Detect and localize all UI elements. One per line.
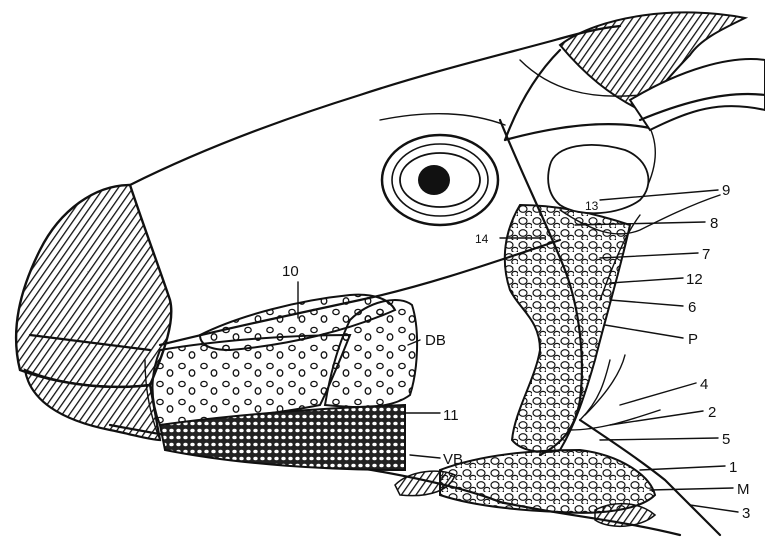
gland-parotid: [505, 205, 630, 452]
label-5: 5: [722, 431, 730, 448]
label-7: 7: [702, 246, 710, 263]
label-10: 10: [282, 263, 299, 280]
label-1: 1: [729, 459, 737, 476]
muzzle: [16, 185, 171, 440]
label-3: 3: [742, 505, 750, 522]
label-12: 12: [686, 271, 703, 288]
label-14: 14: [475, 232, 489, 246]
label-vb: VB: [443, 451, 463, 468]
label-6: 6: [688, 299, 696, 316]
label-p: P: [688, 331, 698, 348]
dark-patch-right: [595, 504, 655, 527]
ear-hatching: [560, 12, 765, 130]
label-4: 4: [700, 376, 708, 393]
eye: [382, 135, 498, 225]
label-11: 11: [443, 407, 459, 424]
label-9: 9: [722, 182, 730, 199]
label-13: 13: [585, 199, 599, 213]
label-m: M: [737, 481, 750, 498]
label-8: 8: [710, 215, 718, 232]
label-db: DB: [425, 332, 446, 349]
label-2: 2: [708, 404, 716, 421]
